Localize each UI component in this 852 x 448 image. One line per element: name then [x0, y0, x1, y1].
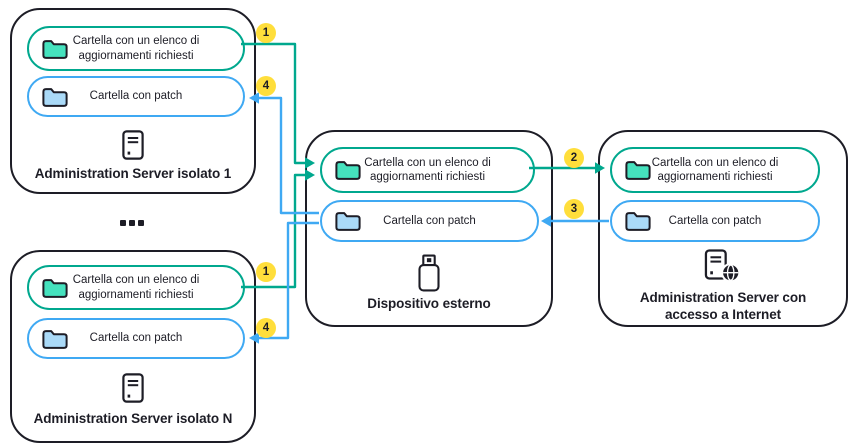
patch-folder-pill: Cartella con patch: [610, 200, 820, 242]
updates-folder-label: Cartella con un elenco di aggiornamenti …: [364, 156, 491, 183]
updates-folder-icon: [625, 161, 651, 180]
patch-folder-pill: Cartella con patch: [320, 200, 539, 242]
box-title: Administration Server isolato N: [33, 411, 233, 426]
updates-folder-icon: [335, 161, 361, 180]
box-administration-server-isolato-n: Cartella con un elenco di aggiornamenti …: [10, 250, 256, 443]
updates-folder-label: Cartella con un elenco di aggiornamenti …: [651, 156, 779, 183]
patch-folder-label: Cartella con patch: [668, 214, 762, 227]
box-title: Administration Server isolato 1: [34, 166, 232, 181]
dot: [120, 220, 126, 226]
dot: [129, 220, 135, 226]
step-badge-3: 3: [564, 199, 584, 219]
step-badge-4: 4: [256, 318, 276, 338]
patch-folder-icon: [42, 329, 68, 349]
ellipsis-separator: [120, 220, 144, 226]
server-globe-icon: [704, 249, 741, 282]
step-badge-2: 2: [564, 148, 584, 168]
updates-folder-pill: Cartella con un elenco di aggiornamenti …: [320, 147, 535, 193]
patch-folder-icon: [625, 212, 651, 231]
updates-folder-icon: [42, 39, 68, 59]
step-badge-1: 1: [256, 262, 276, 282]
box-title: Administration Server con accesso a Inte…: [639, 290, 807, 322]
patch-folder-label: Cartella con patch: [383, 214, 476, 227]
patch-folder-label: Cartella con patch: [89, 332, 183, 345]
updates-folder-pill: Cartella con un elenco di aggiornamenti …: [610, 147, 820, 193]
box-dispositivo-esterno: Cartella con un elenco di aggiornamenti …: [305, 130, 553, 327]
updates-folder-icon: [42, 278, 68, 298]
server-tower-icon: [122, 130, 144, 160]
updates-folder-pill: Cartella con un elenco di aggiornamenti …: [27, 26, 245, 71]
box-administration-server-internet: Cartella con un elenco di aggiornamenti …: [598, 130, 848, 327]
usb-drive-icon: [418, 254, 440, 292]
updates-folder-pill: Cartella con un elenco di aggiornamenti …: [27, 265, 245, 310]
patch-folder-label: Cartella con patch: [89, 90, 183, 103]
box-administration-server-isolato-1: Cartella con un elenco di aggiornamenti …: [10, 8, 256, 194]
updates-folder-label: Cartella con un elenco di aggiornamenti …: [72, 274, 200, 301]
dot: [138, 220, 144, 226]
updates-folder-label: Cartella con un elenco di aggiornamenti …: [72, 35, 200, 62]
patch-folder-pill: Cartella con patch: [27, 76, 245, 117]
box-title: Dispositivo esterno: [367, 296, 491, 311]
patch-folder-pill: Cartella con patch: [27, 318, 245, 359]
patch-folder-icon: [335, 212, 361, 231]
step-badge-1: 1: [256, 23, 276, 43]
server-tower-icon: [122, 373, 144, 403]
patch-folder-icon: [42, 87, 68, 107]
step-badge-4: 4: [256, 76, 276, 96]
